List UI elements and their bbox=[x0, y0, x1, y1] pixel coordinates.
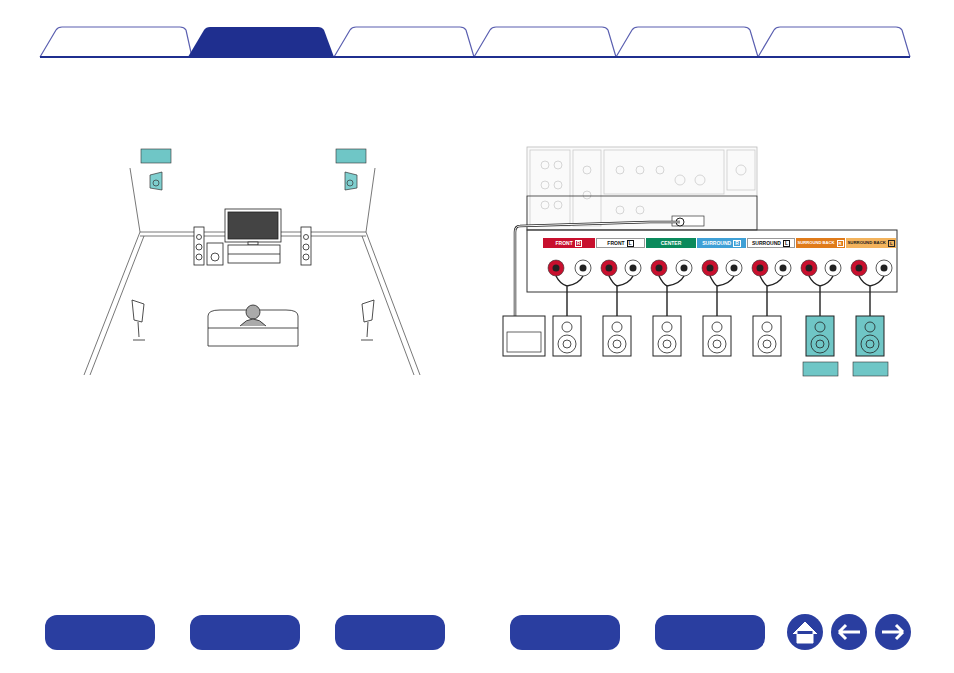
channel-side: R bbox=[733, 240, 741, 247]
channel-side: L bbox=[627, 240, 634, 247]
channel-label: SURROUNDR bbox=[697, 238, 746, 248]
channel-side: L bbox=[783, 240, 790, 247]
channel-side: R bbox=[837, 240, 844, 247]
channel-side: L bbox=[888, 240, 895, 247]
channel-name: SURROUND bbox=[752, 240, 781, 246]
channel-side: R bbox=[575, 240, 583, 247]
channel-label: FRONTR bbox=[543, 238, 595, 248]
channel-name: FRONT bbox=[607, 240, 624, 246]
channel-name: FRONT bbox=[556, 240, 573, 246]
channel-name: SURROUND BACK bbox=[847, 240, 885, 246]
channel-label: SURROUND BACKL bbox=[846, 238, 896, 248]
channel-name: SURROUND bbox=[702, 240, 731, 246]
channel-label: CENTER bbox=[646, 238, 696, 248]
channel-label: SURROUND BACKR bbox=[796, 238, 845, 248]
channel-label: FRONTL bbox=[596, 238, 645, 248]
channel-name: CENTER bbox=[661, 240, 682, 246]
channel-label: SURROUNDL bbox=[747, 238, 795, 248]
channel-name: SURROUND BACK bbox=[797, 240, 834, 246]
